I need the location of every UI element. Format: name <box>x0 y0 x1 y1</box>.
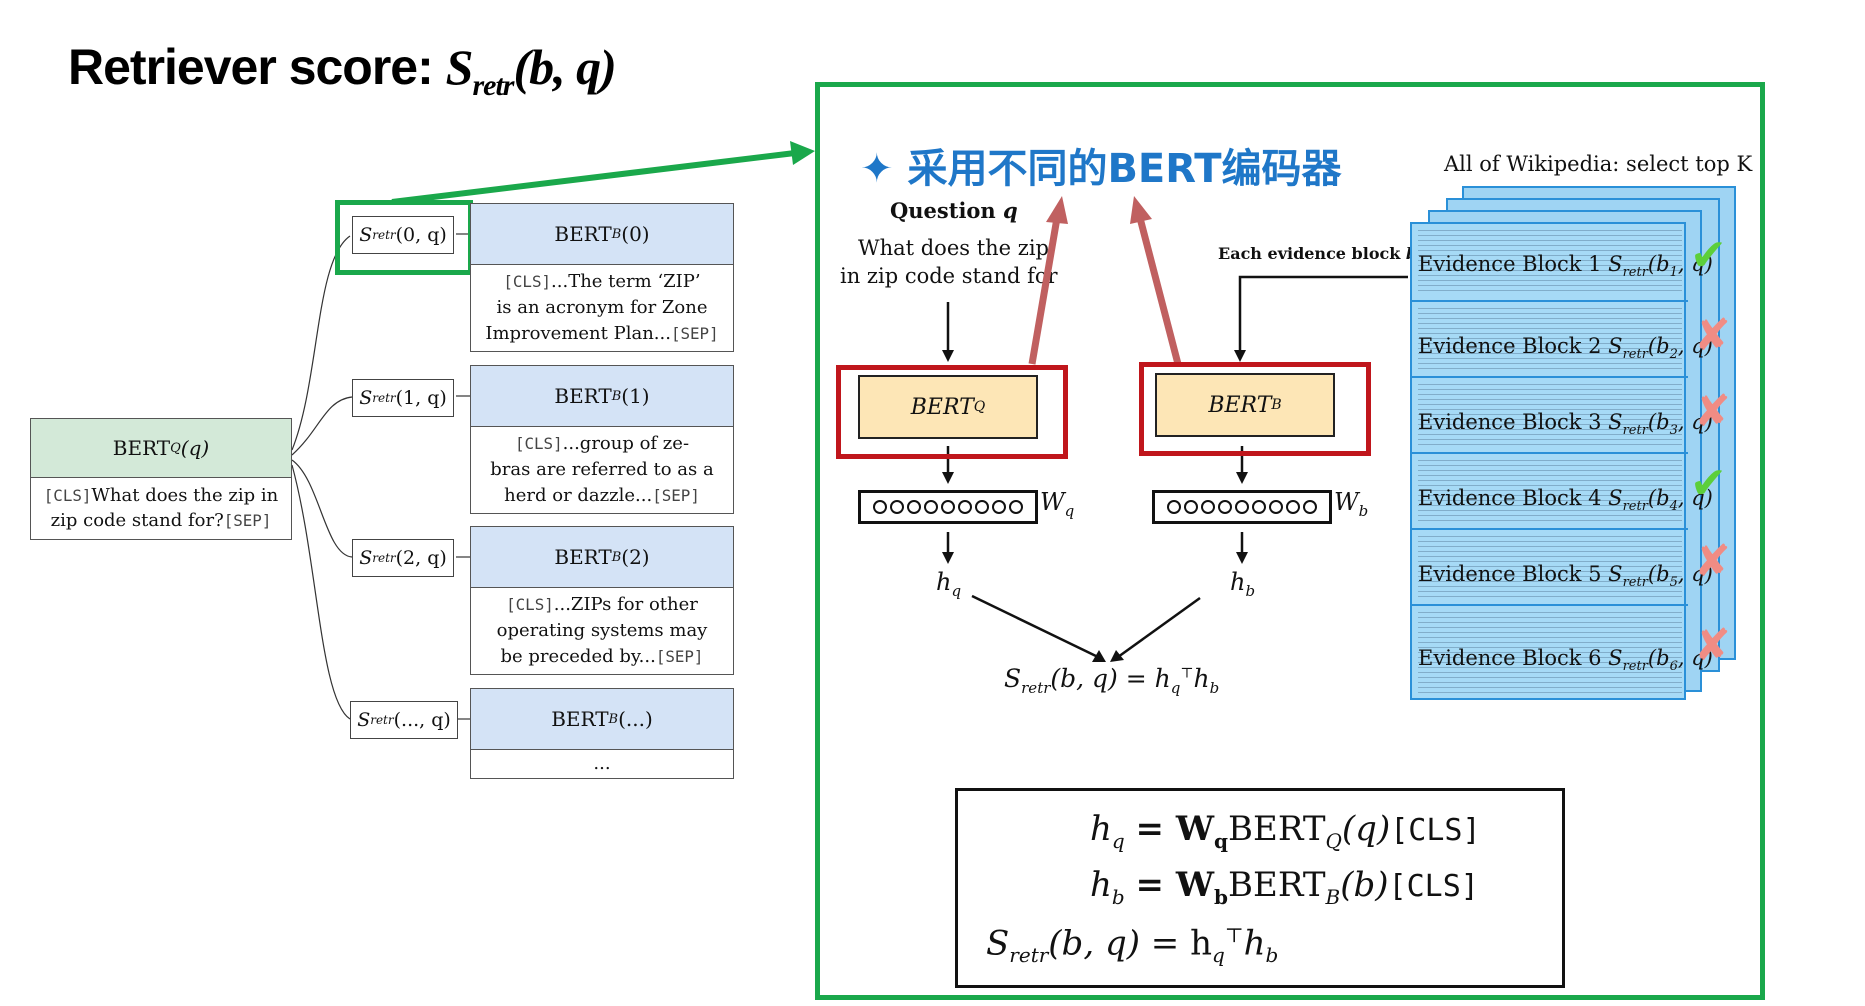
question-label: Question q <box>890 198 1018 223</box>
check-icon: ✔ <box>1690 230 1727 281</box>
evidence-block-6: Evidence Block 6 Sretr(b6, q) <box>1412 604 1713 700</box>
block-vector <box>1152 490 1332 524</box>
wb-label: Wb <box>1334 488 1369 520</box>
question-text-2: in zip code stand for <box>840 264 1058 288</box>
evidence-block-5: Evidence Block 5 Sretr(b5, q) <box>1412 528 1713 604</box>
formula-hq: hq = WqBERTQ(q)[CLS] <box>1090 809 1481 853</box>
score-equation: Sretr(b, q) = hq⊤hb <box>1004 664 1220 697</box>
panel-title: ✦ 采用不同的BERT编码器 <box>860 146 1342 192</box>
check-icon: ✔ <box>1690 458 1727 509</box>
block-text: [CLS]...The term ‘ZIP’ is an acronym for… <box>485 271 719 344</box>
wiki-label: All of Wikipedia: select top K <box>1444 152 1753 176</box>
evidence-block-4: Evidence Block 4 Sretr(b4, q) <box>1412 452 1713 528</box>
branch-1 <box>291 396 353 456</box>
evidence-block-1: Evidence Block 1 Sretr(b1, q) <box>1412 224 1713 300</box>
cross-icon: ✘ <box>1694 620 1731 671</box>
block-encoder-frame <box>1139 362 1371 456</box>
dual-encoder-panel <box>815 82 1765 1000</box>
cross-icon: ✘ <box>1694 386 1731 437</box>
formula-hb: hb = WbBERTB(b)[CLS] <box>1090 865 1479 909</box>
title-math: Sretr(b, q) <box>445 39 617 102</box>
cross-icon: ✘ <box>1694 536 1731 587</box>
green-arrow-head <box>790 141 815 165</box>
evidence-stack: Evidence Block 1 Sretr(b1, q) Evidence B… <box>1410 222 1713 700</box>
block-text: [CLS]...group of ze- bras are referred t… <box>490 433 714 506</box>
evidence-block-2: Evidence Block 2 Sretr(b2, q) <box>1412 300 1713 376</box>
wq-label: Wq <box>1040 488 1075 520</box>
query-encoder-frame <box>836 365 1068 459</box>
page-title: Retriever score: Sretr(b, q) <box>68 38 617 103</box>
cross-icon: ✘ <box>1694 310 1731 361</box>
query-text: [CLS]What does the zip in zip code stand… <box>43 485 279 531</box>
evidence-block-3: Evidence Block 3 Sretr(b3, q) <box>1412 376 1713 452</box>
formula-score: Sretr(b, q) = hq⊤hb <box>986 923 1279 968</box>
hq-label: hq <box>936 568 962 600</box>
branch-3 <box>291 464 351 720</box>
block-text: ... <box>593 753 611 774</box>
title-text: Retriever score: <box>68 39 446 95</box>
branch-2 <box>291 459 353 558</box>
hb-label: hb <box>1230 568 1256 600</box>
question-text-1: What does the zip <box>858 236 1049 260</box>
query-vector <box>858 490 1038 524</box>
green-arrow-line <box>391 150 796 205</box>
block-text: [CLS]...ZIPs for other operating systems… <box>496 594 708 667</box>
formula-box: hq = WqBERTQ(q)[CLS] hb = WbBERTB(b)[CLS… <box>955 788 1565 988</box>
